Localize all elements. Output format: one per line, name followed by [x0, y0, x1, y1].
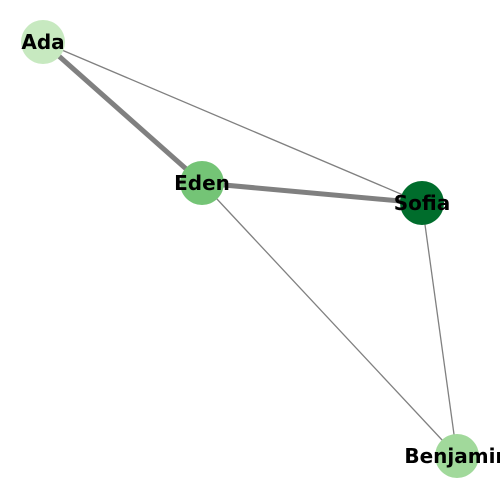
node-sofia[interactable]: [400, 181, 444, 225]
node-label-ada: Ada: [21, 30, 64, 54]
node-eden[interactable]: [180, 161, 224, 205]
edge-eden-sofia: [201, 180, 423, 206]
nodes-layer: [21, 20, 479, 478]
node-benjamin[interactable]: [435, 434, 479, 478]
node-label-benjamin: Benjamin: [404, 444, 500, 468]
edges-layer: [41, 40, 458, 457]
node-label-sofia: Sofia: [394, 191, 450, 215]
node-ada[interactable]: [21, 20, 65, 64]
node-label-eden: Eden: [174, 171, 230, 195]
edge-ada-sofia: [42, 41, 423, 204]
edge-ada-eden: [41, 40, 204, 185]
edge-eden-benjamin: [201, 182, 458, 457]
edge-sofia-benjamin: [421, 202, 458, 457]
